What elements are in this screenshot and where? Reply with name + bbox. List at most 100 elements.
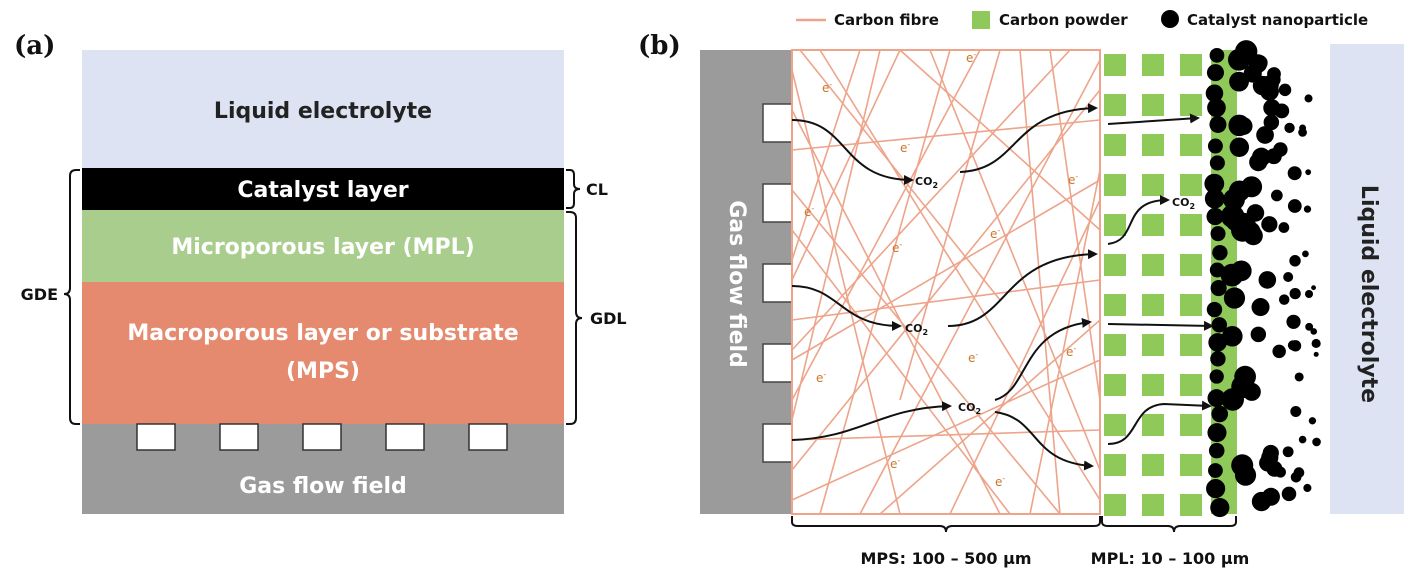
macroporous-layer-label-line2: (MPS) (286, 359, 360, 384)
carbon-powder-particle (1180, 54, 1202, 76)
catalyst-nanoparticle (1278, 294, 1290, 305)
liquid-electrolyte-region (1330, 44, 1404, 514)
legend-carbon-fibre: Carbon fibre (834, 11, 939, 29)
catalyst-layer (82, 168, 564, 210)
catalyst-nanoparticle (1284, 122, 1295, 134)
catalyst-nanoparticle (1206, 207, 1224, 226)
carbon-powder-particle (1180, 494, 1202, 516)
carbon-powder-particle (1104, 174, 1126, 196)
co2-arrow (791, 285, 902, 331)
carbon-powder-particle (1142, 214, 1164, 236)
co2-label: CO2 (905, 322, 928, 337)
catalyst-nanoparticle (1208, 442, 1225, 459)
catalyst-nanoparticle (1206, 479, 1226, 499)
gas-channel (468, 423, 508, 451)
catalyst-nanoparticle (1287, 166, 1302, 181)
catalyst-nanoparticle (1283, 272, 1294, 282)
legend-catalyst-nanoparticle: Catalyst nanoparticle (1187, 11, 1368, 29)
carbon-powder-particle (1180, 94, 1202, 116)
carbon-fibre (791, 189, 1061, 515)
gas-channel (762, 423, 794, 463)
catalyst-nanoparticle (1312, 437, 1321, 447)
electron-label: e- (1066, 344, 1076, 359)
co2-arrows (791, 103, 1214, 471)
catalyst-nanoparticle (1271, 189, 1283, 202)
catalyst-nanoparticle (1210, 351, 1226, 367)
catalyst-nanoparticle (1286, 314, 1301, 329)
catalyst-nanoparticle (1287, 340, 1299, 351)
catalyst-nanoparticle (1209, 115, 1227, 133)
mpl-dimension-bracket (1101, 516, 1237, 533)
catalyst-nanoparticle (1256, 126, 1274, 144)
carbon-fibre (1029, 169, 1101, 515)
catalyst-nanoparticle (1231, 375, 1255, 399)
catalyst-nanoparticle (1204, 173, 1225, 194)
catalyst-nanoparticle (1294, 372, 1304, 382)
legend: Carbon fibre Carbon powder Catalyst nano… (796, 10, 1368, 29)
gas-channel (219, 423, 259, 451)
microporous-layer-label: Microporous layer (MPL) (171, 235, 474, 260)
catalyst-nanoparticle (1210, 280, 1227, 297)
catalyst-nanoparticle (1287, 199, 1302, 213)
catalyst-nanoparticle (1228, 114, 1251, 137)
catalyst-nanoparticle (1305, 322, 1314, 331)
catalyst-nanoparticle (1305, 169, 1312, 176)
carbon-powder-particle (1142, 294, 1164, 316)
catalyst-nanoparticle (1274, 466, 1286, 478)
gas-channel (302, 423, 342, 451)
carbon-powder-particle (1104, 494, 1126, 516)
carbon-fibre (791, 109, 1001, 515)
gas-channel (762, 343, 794, 383)
carbon-fibre (791, 179, 1101, 361)
carbon-fibre (819, 49, 951, 515)
carbon-powder-particle (1142, 254, 1164, 276)
carbon-powder-particle (1104, 214, 1126, 236)
gas-flow-field-label: Gas flow field (239, 474, 407, 499)
carbon-powder-particle (1104, 254, 1126, 276)
carbon-powder-particle (1180, 214, 1202, 236)
catalyst-nanoparticle (1222, 325, 1243, 347)
catalyst-nanoparticle (1207, 423, 1227, 443)
gde-label: GDE (21, 285, 58, 304)
carbon-fibre-network (791, 49, 1101, 515)
carbon-powder-particle (1180, 454, 1202, 476)
carbon-fibre (929, 49, 1101, 471)
catalyst-nanoparticle (1304, 94, 1313, 103)
catalyst-nanoparticle (1234, 464, 1257, 486)
co2-arrow (994, 317, 1092, 401)
carbon-fibre (791, 429, 1101, 441)
catalyst-nanoparticle (1298, 435, 1307, 444)
carbon-powder-particle (1180, 374, 1202, 396)
gas-channels-b (762, 103, 794, 463)
electron-label: e- (804, 204, 814, 219)
carbon-powder-particle (1142, 54, 1164, 76)
electron-label: e- (890, 456, 900, 471)
catalyst-nanoparticle (1228, 180, 1251, 202)
co2-labels: CO2 CO2 CO2 CO2 (905, 175, 1195, 416)
panel-b-label: (b) (638, 31, 681, 61)
co2-arrow (791, 119, 914, 185)
gdl-label: GDL (590, 309, 627, 328)
gas-channel (385, 423, 425, 451)
carbon-fibre (791, 49, 901, 281)
gas-channel (762, 183, 794, 223)
macroporous-layer-label-line1: Macroporous layer or substrate (127, 321, 518, 346)
electron-label: e- (816, 370, 826, 385)
catalyst-nanoparticle (1210, 497, 1230, 518)
carbon-powder-particle (1142, 414, 1164, 436)
catalyst-nanoparticle (1209, 48, 1225, 63)
co2-label: CO2 (958, 401, 981, 416)
catalyst-nanoparticle (1204, 188, 1225, 209)
catalyst-nanoparticle (1290, 405, 1302, 417)
catalyst-nanoparticle (1290, 471, 1302, 483)
gas-channel (762, 103, 794, 143)
catalyst-nanoparticle (1282, 446, 1294, 458)
catalyst-nanoparticle (1220, 263, 1244, 287)
catalyst-nanoparticle (1205, 84, 1224, 103)
microporous-layer (82, 210, 564, 282)
co2-arrow (1107, 320, 1214, 331)
carbon-fibre (791, 49, 881, 421)
carbon-powder-particle (1180, 414, 1202, 436)
catalyst-nanoparticle (1206, 64, 1224, 82)
carbon-powder-particle (1104, 294, 1126, 316)
